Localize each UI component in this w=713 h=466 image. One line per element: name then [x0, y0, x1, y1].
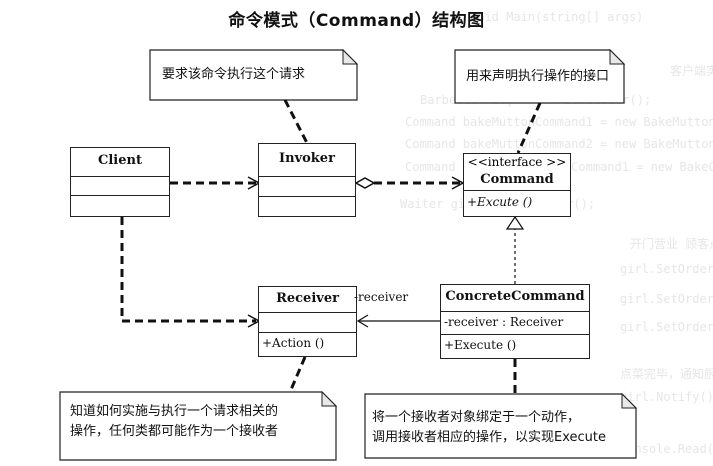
receiver-operation: +Action () [259, 332, 356, 355]
concrete-note-line-1: 将一个接收者对象绑定于一个动作， [372, 410, 581, 425]
invoker-note-text: 要求该命令执行这个请求 [162, 67, 306, 82]
invoker-note: 要求该命令执行这个请求 [162, 65, 305, 85]
receiver-association-arrowhead [356, 314, 369, 328]
receiver-note-line-1: 知道如何实施与执行一个请求相关的 [70, 404, 279, 419]
command-note-shape [454, 48, 626, 104]
command-interface: <<interface >> Command +Excute () [463, 153, 571, 217]
command-note-text: 用来声明执行操作的接口 [466, 69, 610, 84]
receiver-attributes-section [259, 312, 356, 332]
concrete-command-class-name: ConcreteCommand [445, 289, 585, 304]
client-receiver-dependency [120, 217, 256, 323]
invoker-operations-section [259, 196, 355, 215]
invoker-class-name: Invoker [279, 151, 335, 166]
receiver-class: Receiver +Action () [258, 286, 357, 357]
diagram-title: 命令模式（Command）结构图 [228, 11, 485, 31]
concrete-command-operation: +Execute () [441, 334, 589, 357]
command-stereotype: <<interface >> [467, 155, 567, 169]
client-class: Client [70, 147, 170, 217]
receiver-note: 知道如何实施与执行一个请求相关的 操作，任何类都可能作为一个接收者 [70, 402, 278, 442]
command-note: 用来声明执行操作的接口 [466, 67, 609, 87]
receiver-class-name: Receiver [276, 291, 339, 306]
command-note-anchor [516, 102, 542, 154]
invoker-note-anchor [283, 99, 309, 144]
association-role-label: -receiver [354, 290, 409, 304]
aggregation-diamond [354, 177, 376, 189]
receiver-note-shape [59, 390, 338, 461]
concrete-note-line-2: 调用接收者相应的操作，以实现Execute [372, 430, 606, 445]
concrete-command-class: ConcreteCommand -receiver : Receiver +Ex… [440, 284, 590, 359]
client-attributes-section [71, 176, 169, 195]
client-class-name: Client [98, 153, 142, 168]
concrete-note: 将一个接收者对象绑定于一个动作， 调用接收者相应的操作，以实现Execute [372, 408, 606, 448]
concrete-note-shape [364, 392, 638, 459]
receiver-note-anchor [288, 356, 307, 393]
concrete-command-attribute: -receiver : Receiver [441, 311, 589, 334]
invoker-note-shape [149, 48, 359, 101]
client-operations-section [71, 195, 169, 215]
command-class-name: Command [480, 172, 554, 187]
receiver-note-line-2: 操作，任何类都可能作为一个接收者 [70, 424, 279, 439]
realization-triangle [505, 215, 525, 230]
command-operation: +Excute () [464, 190, 570, 214]
invoker-class: Invoker [258, 143, 356, 217]
invoker-attributes-section [259, 176, 355, 196]
